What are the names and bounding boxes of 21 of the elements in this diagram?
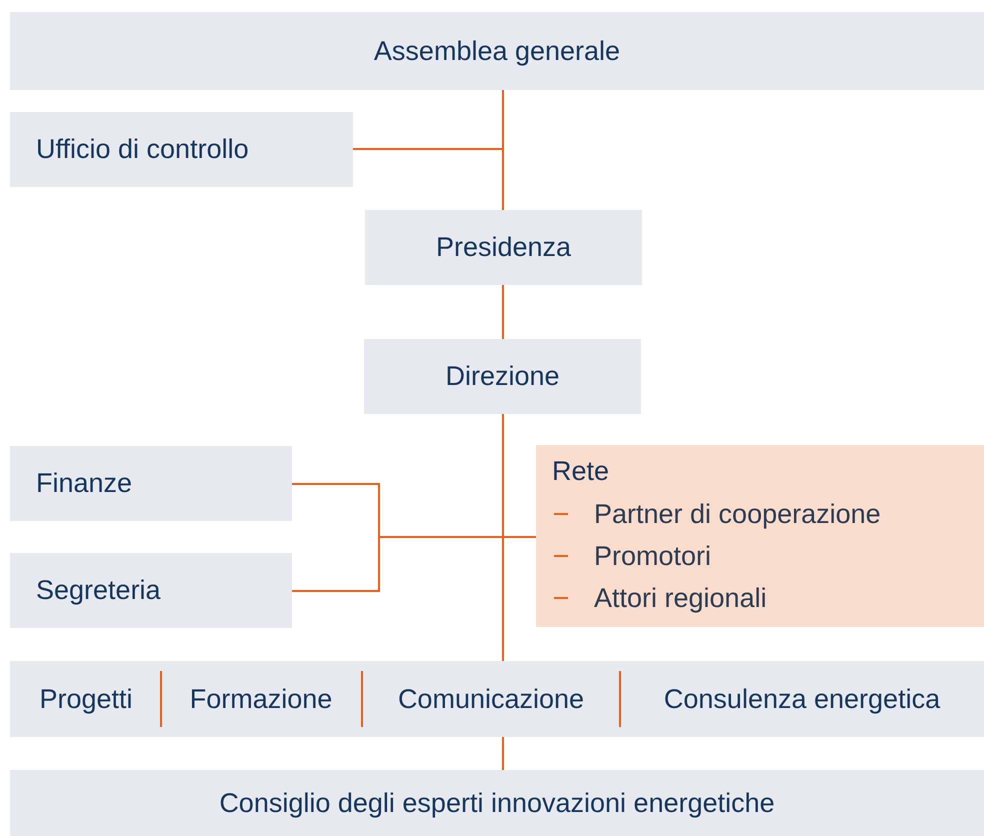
band-box [10, 661, 984, 737]
connector-line [502, 414, 536, 538]
connector-line [502, 737, 504, 770]
org-box: Consiglio degli esperti innovazioni energetiche [10, 770, 984, 836]
unit-label: Comunicazione [368, 661, 614, 737]
unit-label: Progetti [16, 661, 156, 737]
org-box: Assemblea generale [10, 12, 984, 90]
org-box: Finanze [10, 446, 292, 521]
org-box: Presidenza [365, 210, 642, 285]
box-heading: Rete [552, 455, 610, 487]
unit-label: Formazione [166, 661, 356, 737]
connector-line [353, 90, 504, 150]
network-box [536, 445, 984, 627]
org-box: Segreteria [10, 553, 292, 628]
list-item: Attori regionali [594, 582, 767, 615]
org-box: Ufficio di controllo [10, 112, 353, 187]
org-box: Direzione [364, 339, 641, 414]
unit-label: Consulenza energetica [626, 661, 978, 737]
connector-line [502, 285, 504, 339]
list-item: Promotori [594, 540, 712, 573]
list-item: Partner di cooperazione [594, 498, 881, 531]
